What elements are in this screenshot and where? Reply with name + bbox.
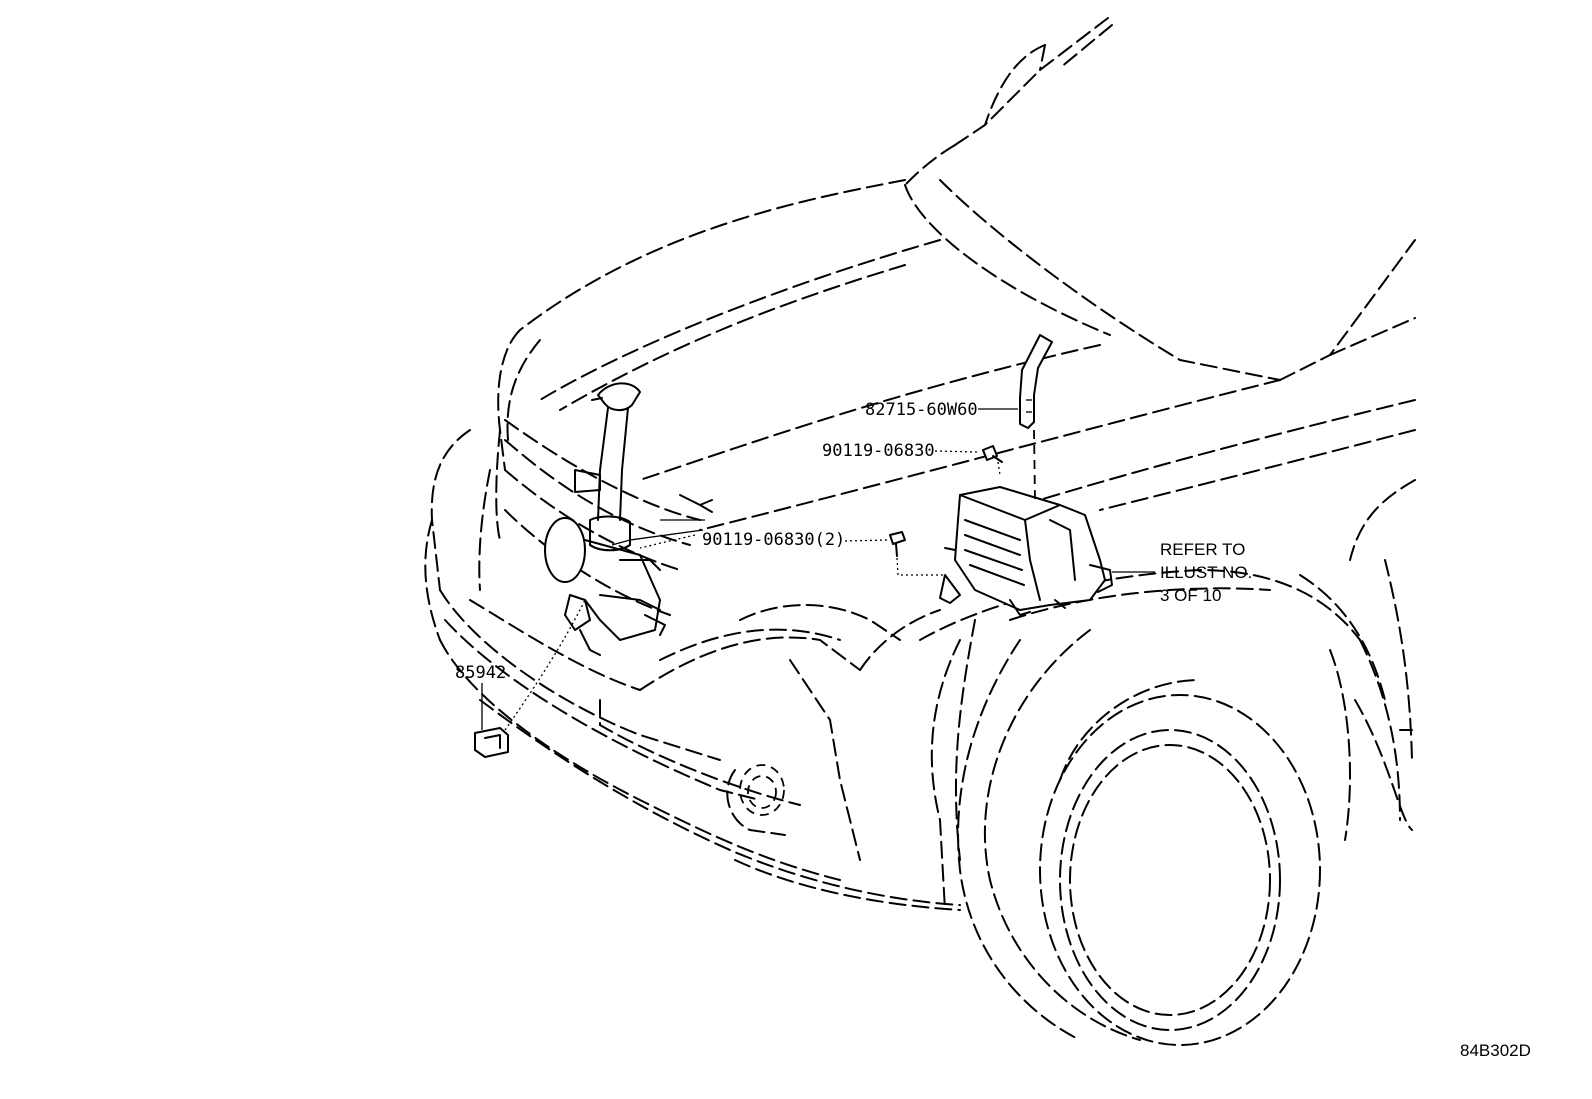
refer-note-line2: ILLUST NO. [1160,563,1252,582]
bolt-lower [889,531,906,557]
sensor-part [474,599,586,758]
relay-block [939,429,1113,616]
callout-sensor: 85942 [455,663,506,683]
illustration-code: 84B302D [1460,1041,1531,1060]
bolt-upper [982,445,1003,463]
refer-note-line1: REFER TO [1160,540,1245,559]
callout-bolt-upper: 90119-06830 [822,441,935,461]
refer-note-line3: 3 OF 10 [1160,586,1221,605]
leader-lines [481,408,1155,730]
callout-bolt-lower: 90119-06830(2) [702,530,845,550]
washer-reservoir [544,382,713,656]
callout-bracket: 82715-60W60 [865,400,978,420]
bracket-part [1019,334,1053,429]
